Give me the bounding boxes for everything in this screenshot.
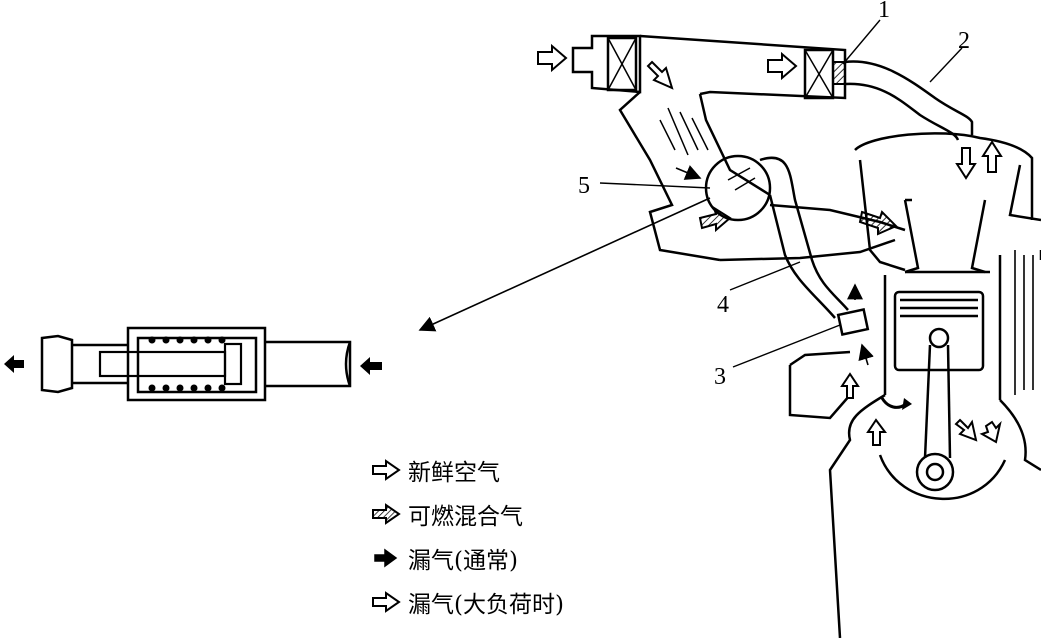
solid-arrow-icon xyxy=(374,548,398,568)
legend-label: 新鲜空气 xyxy=(408,460,500,486)
callout-3: 3 xyxy=(714,364,726,390)
breather-arrow-icon xyxy=(981,140,1003,173)
callout-2: 2 xyxy=(958,28,970,54)
legend-item-mixture: 可燃混合气 xyxy=(370,492,564,536)
blowby-arrow-icon xyxy=(840,372,860,399)
pcv-valve-detail xyxy=(40,326,352,402)
rotation-arrowhead-icon xyxy=(902,398,912,410)
callout-leaders xyxy=(599,19,963,368)
legend-item-blowby-heavy: 漏气(大负荷时) xyxy=(370,580,564,624)
engine-block xyxy=(788,132,1041,638)
outlet-arrow-icon xyxy=(4,355,24,373)
callout-1: 1 xyxy=(878,0,890,23)
blowby-arrow-icon xyxy=(979,420,1002,444)
fresh-air-arrow-icon xyxy=(537,43,568,73)
fresh-air-arrow-icon xyxy=(767,51,798,81)
legend-item-fresh-air: 新鲜空气 xyxy=(370,448,564,492)
legend-item-blowby-normal: 漏气(通常) xyxy=(370,536,564,580)
air-cleaner xyxy=(571,34,847,100)
mixture-arrow-icon xyxy=(858,210,898,236)
legend-label: 漏气(大负荷时) xyxy=(408,592,564,618)
callout-5: 5 xyxy=(578,173,590,199)
detail-leader-line xyxy=(418,197,711,332)
hollow-arrow-icon xyxy=(372,591,401,613)
callout-4: 4 xyxy=(717,292,729,318)
mixture-arrow-icon xyxy=(698,205,732,233)
hollow-arrow-icon xyxy=(372,459,401,481)
fresh-air-arrow-icon xyxy=(646,60,674,90)
pcv-hose xyxy=(759,156,849,319)
breather-hose xyxy=(844,60,974,141)
legend-label: 可燃混合气 xyxy=(408,504,523,530)
pcv-valve-installed xyxy=(836,308,870,336)
breather-arrow-icon xyxy=(955,147,977,180)
hatched-arrow-icon xyxy=(372,503,401,525)
legend-label: 漏气(通常) xyxy=(408,548,518,574)
inlet-arrow-icon xyxy=(360,357,382,375)
blowby-arrow-icon xyxy=(866,418,887,446)
legend: 新鲜空气 可燃混合气 漏气(通常) 漏气(大负荷时) xyxy=(370,448,564,624)
breather-element xyxy=(832,61,846,85)
blowby-arrow-icon xyxy=(954,418,978,442)
rotation-arrow-icon xyxy=(880,397,907,409)
